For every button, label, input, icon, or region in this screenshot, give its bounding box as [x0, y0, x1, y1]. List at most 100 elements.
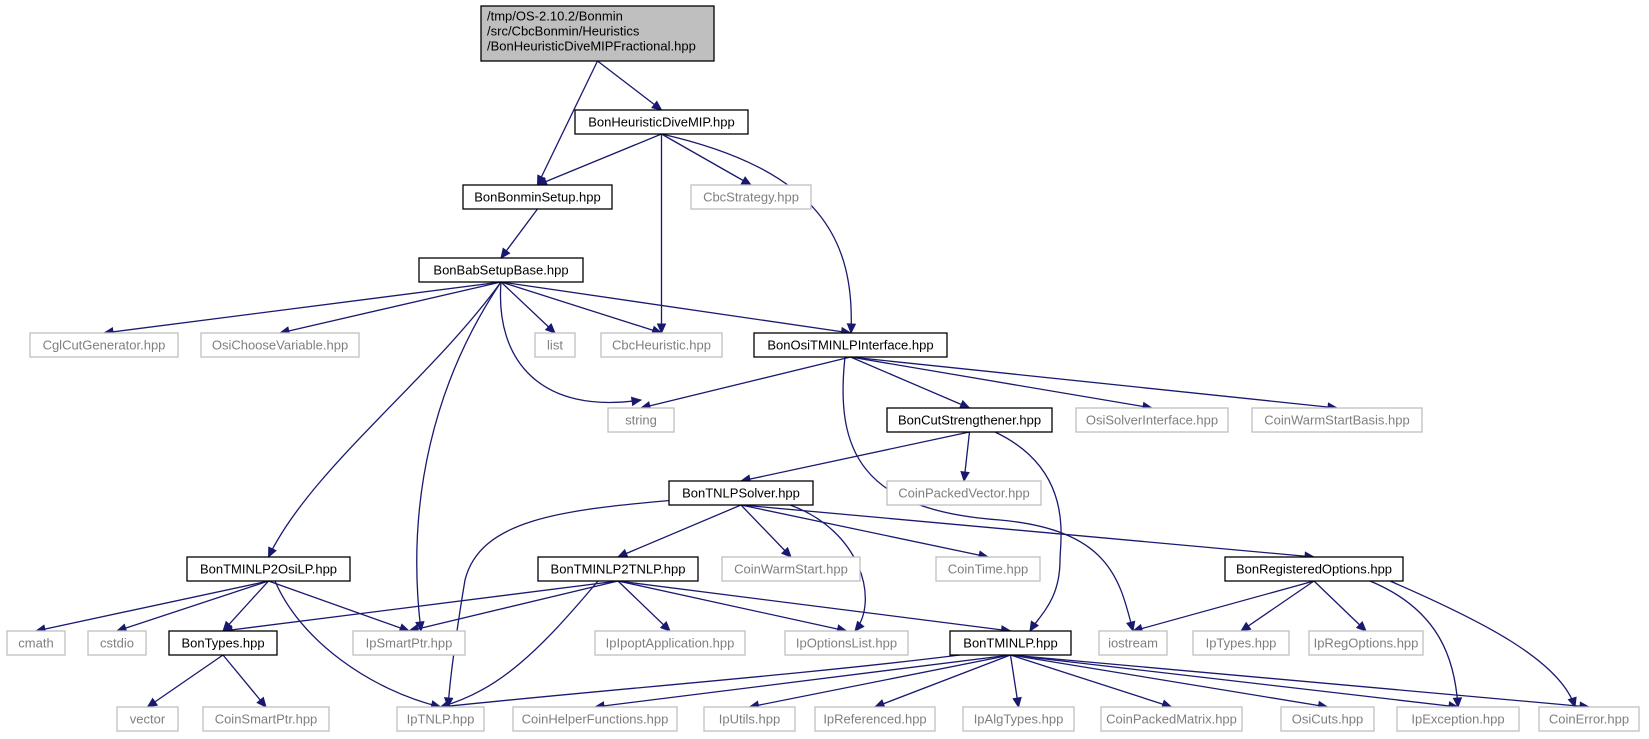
node-ipalgtypes: IpAlgTypes.hpp — [962, 706, 1075, 732]
edge-bontypes-to-vector — [146, 654, 224, 708]
node-babsetup[interactable]: BonBabSetupBase.hpp — [418, 257, 584, 283]
node-ipexception: IpException.hpp — [1396, 706, 1520, 732]
node-label: OsiCuts.hpp — [1292, 711, 1364, 726]
node-label: cstdio — [100, 635, 134, 650]
node-coinpackedvec: CoinPackedVector.hpp — [886, 480, 1042, 506]
edge-tminlp-to-ipexception — [1010, 654, 1460, 711]
node-coinws: CoinWarmStart.hpp — [721, 556, 861, 582]
edge-cutstr-to-coinpackedvec — [960, 431, 971, 483]
node-divemip[interactable]: BonHeuristicDiveMIP.hpp — [574, 109, 749, 135]
node-tminlp2osilp[interactable]: BonTMINLP2OsiLP.hpp — [186, 556, 351, 582]
node-bonminsetup[interactable]: BonBonminSetup.hpp — [462, 184, 613, 210]
node-tnlpsolver[interactable]: BonTNLPSolver.hpp — [668, 480, 814, 506]
dependency-edges — [34, 60, 1591, 711]
edge-tminlp-to-iputils — [748, 654, 1011, 710]
node-label: CoinTime.hpp — [948, 561, 1028, 576]
node-coinsmartptr: CoinSmartPtr.hpp — [202, 706, 330, 732]
node-label: IpRegOptions.hpp — [1314, 635, 1419, 650]
node-label: CglCutGenerator.hpp — [43, 337, 166, 352]
node-label: CoinError.hpp — [1549, 711, 1629, 726]
edge-divemip-to-bonminsetup — [536, 133, 662, 186]
node-label: OsiSolverInterface.hpp — [1086, 412, 1218, 427]
edge-tnlpsolver-to-iptnlp — [443, 499, 676, 709]
node-osicuts: OsiCuts.hpp — [1280, 706, 1375, 732]
node-bontypes[interactable]: BonTypes.hpp — [168, 630, 278, 656]
node-label: BonTMINLP2OsiLP.hpp — [200, 561, 337, 576]
edge-cutstr-to-tminlp — [994, 431, 1062, 633]
node-ositminlp[interactable]: BonOsiTMINLPInterface.hpp — [753, 332, 948, 358]
node-iputils: IpUtils.hpp — [703, 706, 796, 732]
edge-regopts-to-coinerror — [1389, 580, 1577, 709]
edge-divemip-to-ositminlp — [661, 133, 857, 335]
node-osichoose: OsiChooseVariable.hpp — [200, 332, 360, 358]
node-coinpackedmat: CoinPackedMatrix.hpp — [1100, 706, 1243, 732]
edge-regopts-to-iostream — [1131, 580, 1315, 634]
node-tminlp[interactable]: BonTMINLP.hpp — [949, 630, 1072, 656]
edge-tminlp2osilp-to-ipsmartptr — [268, 580, 411, 633]
edge-regopts-to-ipregopts — [1313, 580, 1367, 632]
node-root-label-line: /tmp/OS-2.10.2/Bonmin — [487, 8, 623, 23]
node-label: CbcStrategy.hpp — [703, 189, 799, 204]
edge-babsetup-to-osichoose — [278, 281, 502, 336]
node-label: CoinWarmStart.hpp — [734, 561, 848, 576]
node-root-file: /tmp/OS-2.10.2/Bonmin/src/CbcBonmin/Heur… — [480, 5, 715, 62]
node-ipoptlist: IpOptionsList.hpp — [784, 630, 909, 656]
node-label: IpTypes.hpp — [1206, 635, 1277, 650]
edge-tminlp2tnlp-to-tminlp — [617, 580, 1012, 635]
node-tminlp2tnlp[interactable]: BonTMINLP2TNLP.hpp — [537, 556, 699, 582]
node-iptnlp: IpTNLP.hpp — [396, 706, 485, 732]
node-label: BonRegisteredOptions.hpp — [1236, 561, 1392, 576]
edge-regopts-to-ipexception — [1369, 580, 1463, 709]
edge-ositminlp-to-string — [639, 356, 851, 411]
node-iptypes: IpTypes.hpp — [1192, 630, 1290, 656]
node-label: IpException.hpp — [1411, 711, 1504, 726]
node-osisolver: OsiSolverInterface.hpp — [1075, 407, 1229, 433]
node-iostream: iostream — [1098, 630, 1168, 656]
file-nodes: /tmp/OS-2.10.2/Bonmin/src/CbcBonmin/Heur… — [6, 5, 1640, 732]
node-cutstr[interactable]: BonCutStrengthener.hpp — [886, 407, 1053, 433]
edge-ositminlp-to-cutstr — [850, 356, 971, 409]
node-cointime: CoinTime.hpp — [935, 556, 1041, 582]
node-cbcheur: CbcHeuristic.hpp — [600, 332, 723, 358]
node-cstdio: cstdio — [87, 630, 147, 656]
edge-tnlpsolver-to-coinws — [740, 504, 792, 558]
node-regopts[interactable]: BonRegisteredOptions.hpp — [1224, 556, 1404, 582]
node-label: IpIpoptApplication.hpp — [606, 635, 735, 650]
node-label: BonCutStrengthener.hpp — [898, 412, 1041, 427]
node-label: cmath — [18, 635, 53, 650]
node-label: CoinPackedVector.hpp — [898, 485, 1030, 500]
edge-bonminsetup-to-babsetup — [500, 208, 539, 259]
node-label: string — [625, 412, 657, 427]
edge-cutstr-to-tnlpsolver — [739, 431, 970, 484]
node-cglcut: CglCutGenerator.hpp — [29, 332, 179, 358]
node-label: CoinHelperFunctions.hpp — [522, 711, 669, 726]
node-string: string — [607, 407, 675, 433]
node-label: BonTypes.hpp — [181, 635, 264, 650]
edge-tminlp-to-coinhelper — [593, 654, 1011, 711]
node-label: BonHeuristicDiveMIP.hpp — [588, 114, 734, 129]
node-coinerror: CoinError.hpp — [1538, 706, 1640, 732]
node-label: IpTNLP.hpp — [407, 711, 475, 726]
edge-tminlp2tnlp-to-ipsmartptr — [407, 580, 619, 634]
node-label: IpOptionsList.hpp — [796, 635, 897, 650]
edge-tnlpsolver-to-tminlp2tnlp — [616, 504, 742, 558]
edge-ositminlp-to-iostream — [842, 356, 1136, 633]
edge-tminlp-to-osicuts — [1010, 654, 1329, 711]
node-label: IpReferenced.hpp — [823, 711, 926, 726]
node-label: vector — [130, 711, 166, 726]
edge-divemip-to-cbcstrategy — [661, 133, 753, 186]
node-label: IpUtils.hpp — [719, 711, 780, 726]
edge-bontypes-to-coinsmartptr — [222, 654, 267, 708]
edge-tminlp2osilp-to-cmath — [34, 580, 269, 634]
edge-tminlp2tnlp-to-ipoptlist — [617, 580, 848, 634]
node-label: CoinWarmStartBasis.hpp — [1264, 412, 1409, 427]
edge-babsetup-to-cbcheur — [500, 281, 663, 335]
node-root-label-line: /BonHeuristicDiveMIPFractional.hpp — [487, 38, 696, 53]
edge-babsetup-to-ipsmartptr — [415, 281, 502, 633]
edge-tminlp2tnlp-to-ipipoptapp — [617, 580, 671, 632]
edge-babsetup-to-string — [499, 281, 643, 407]
node-coinhelper: CoinHelperFunctions.hpp — [512, 706, 678, 732]
edge-babsetup-to-tminlp2osilp — [267, 281, 502, 559]
edge-babsetup-to-list — [500, 281, 556, 334]
node-label: BonTMINLP2TNLP.hpp — [551, 561, 686, 576]
